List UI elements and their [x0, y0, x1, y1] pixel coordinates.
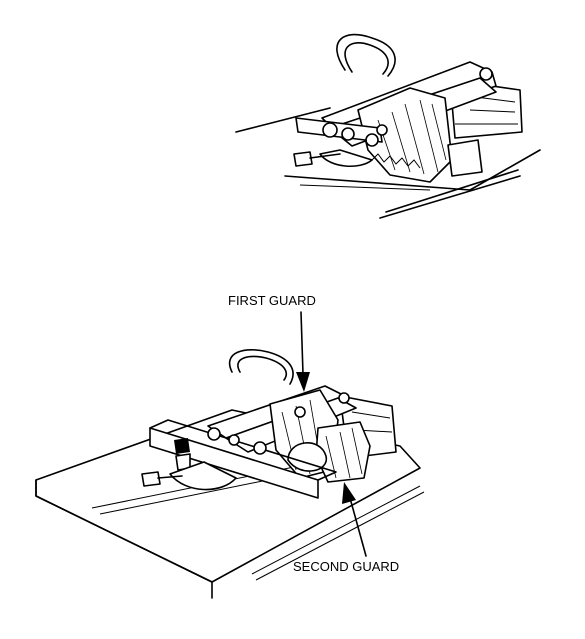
- upper-pivot-1: [322, 122, 338, 138]
- upper-table-groove: [299, 184, 431, 191]
- lower-pivot-1: [207, 427, 221, 441]
- second-guard-leader-line: [349, 497, 367, 557]
- upper-miter-knob: [293, 151, 313, 167]
- second-guard-arrowhead: [342, 482, 356, 504]
- upper-handle: [336, 33, 396, 77]
- second-guard-callout: SECOND GUARD: [293, 482, 399, 574]
- lower-front-crossbar: [149, 427, 319, 499]
- upper-blade-edge: [371, 153, 421, 169]
- upper-miter-arc: [319, 149, 373, 167]
- upper-miter-rod: [309, 153, 341, 159]
- lower-handle-inner: [237, 355, 288, 381]
- upper-table-top-edge: [235, 107, 331, 133]
- lower-handle: [229, 349, 294, 385]
- first-guard-arrowhead: [296, 372, 310, 392]
- lower-saw-assembly: [35, 349, 425, 599]
- first-guard-callout: FIRST GUARD: [228, 293, 316, 392]
- first-guard-label: FIRST GUARD: [228, 293, 316, 308]
- lower-pivot-4: [294, 406, 306, 418]
- upper-table-front-edge: [284, 149, 541, 191]
- lower-crossbar-top: [149, 419, 337, 481]
- upper-pivot-3: [365, 133, 379, 147]
- second-guard-label: SECOND GUARD: [293, 559, 399, 574]
- upper-front-crossbar: [295, 117, 383, 143]
- upper-handle-inner: [344, 42, 389, 75]
- lower-table-front-face: [35, 479, 213, 599]
- lower-pivot-3: [253, 441, 267, 455]
- upper-right-block: [447, 139, 483, 177]
- lower-pivot-2: [228, 434, 240, 446]
- lower-lock-knob: [174, 438, 190, 454]
- first-guard-leader-line: [300, 311, 304, 375]
- upper-shield-hatching: [377, 99, 447, 175]
- lower-miter-rod: [157, 475, 183, 479]
- lower-saw-blade: [287, 442, 327, 472]
- upper-pivot-4: [376, 124, 388, 136]
- lower-table-slot-2: [251, 485, 425, 581]
- upper-saw-assembly: [235, 33, 541, 219]
- lower-miter-arc: [169, 461, 237, 491]
- upper-table-slot: [379, 169, 521, 219]
- lower-pivot-5: [338, 392, 350, 404]
- upper-pivot-5: [479, 67, 493, 81]
- lower-miter-knob: [141, 471, 161, 487]
- upper-pivot-2: [341, 127, 355, 141]
